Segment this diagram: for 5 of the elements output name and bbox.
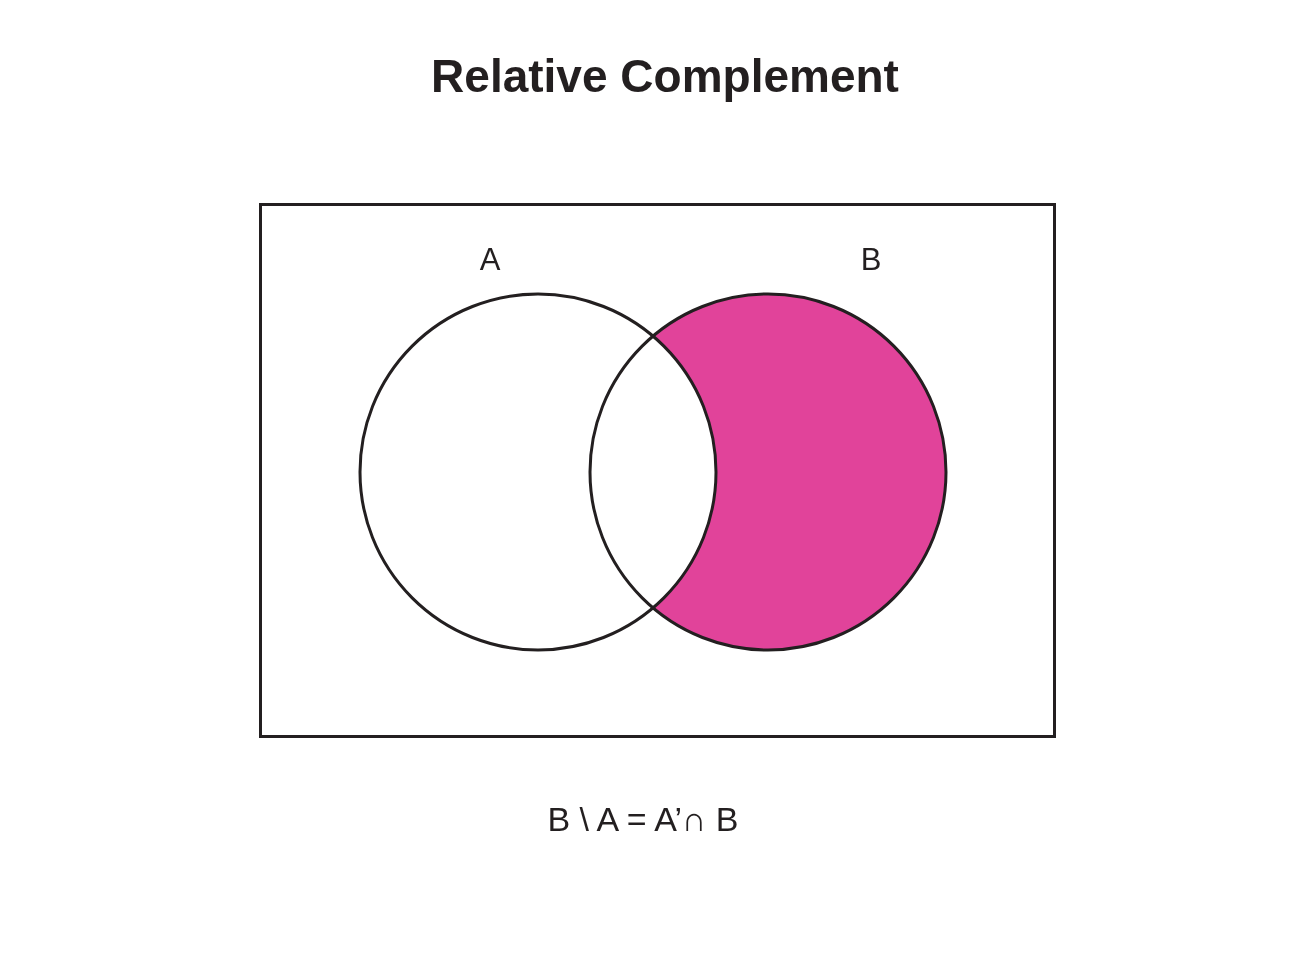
set-label: A (479, 242, 501, 278)
set-formula: B \ A = A’∩ B (547, 799, 739, 840)
set-label: B (860, 242, 882, 278)
title: Relative Complement (431, 50, 899, 102)
universal-set-rectangle (259, 203, 1056, 738)
